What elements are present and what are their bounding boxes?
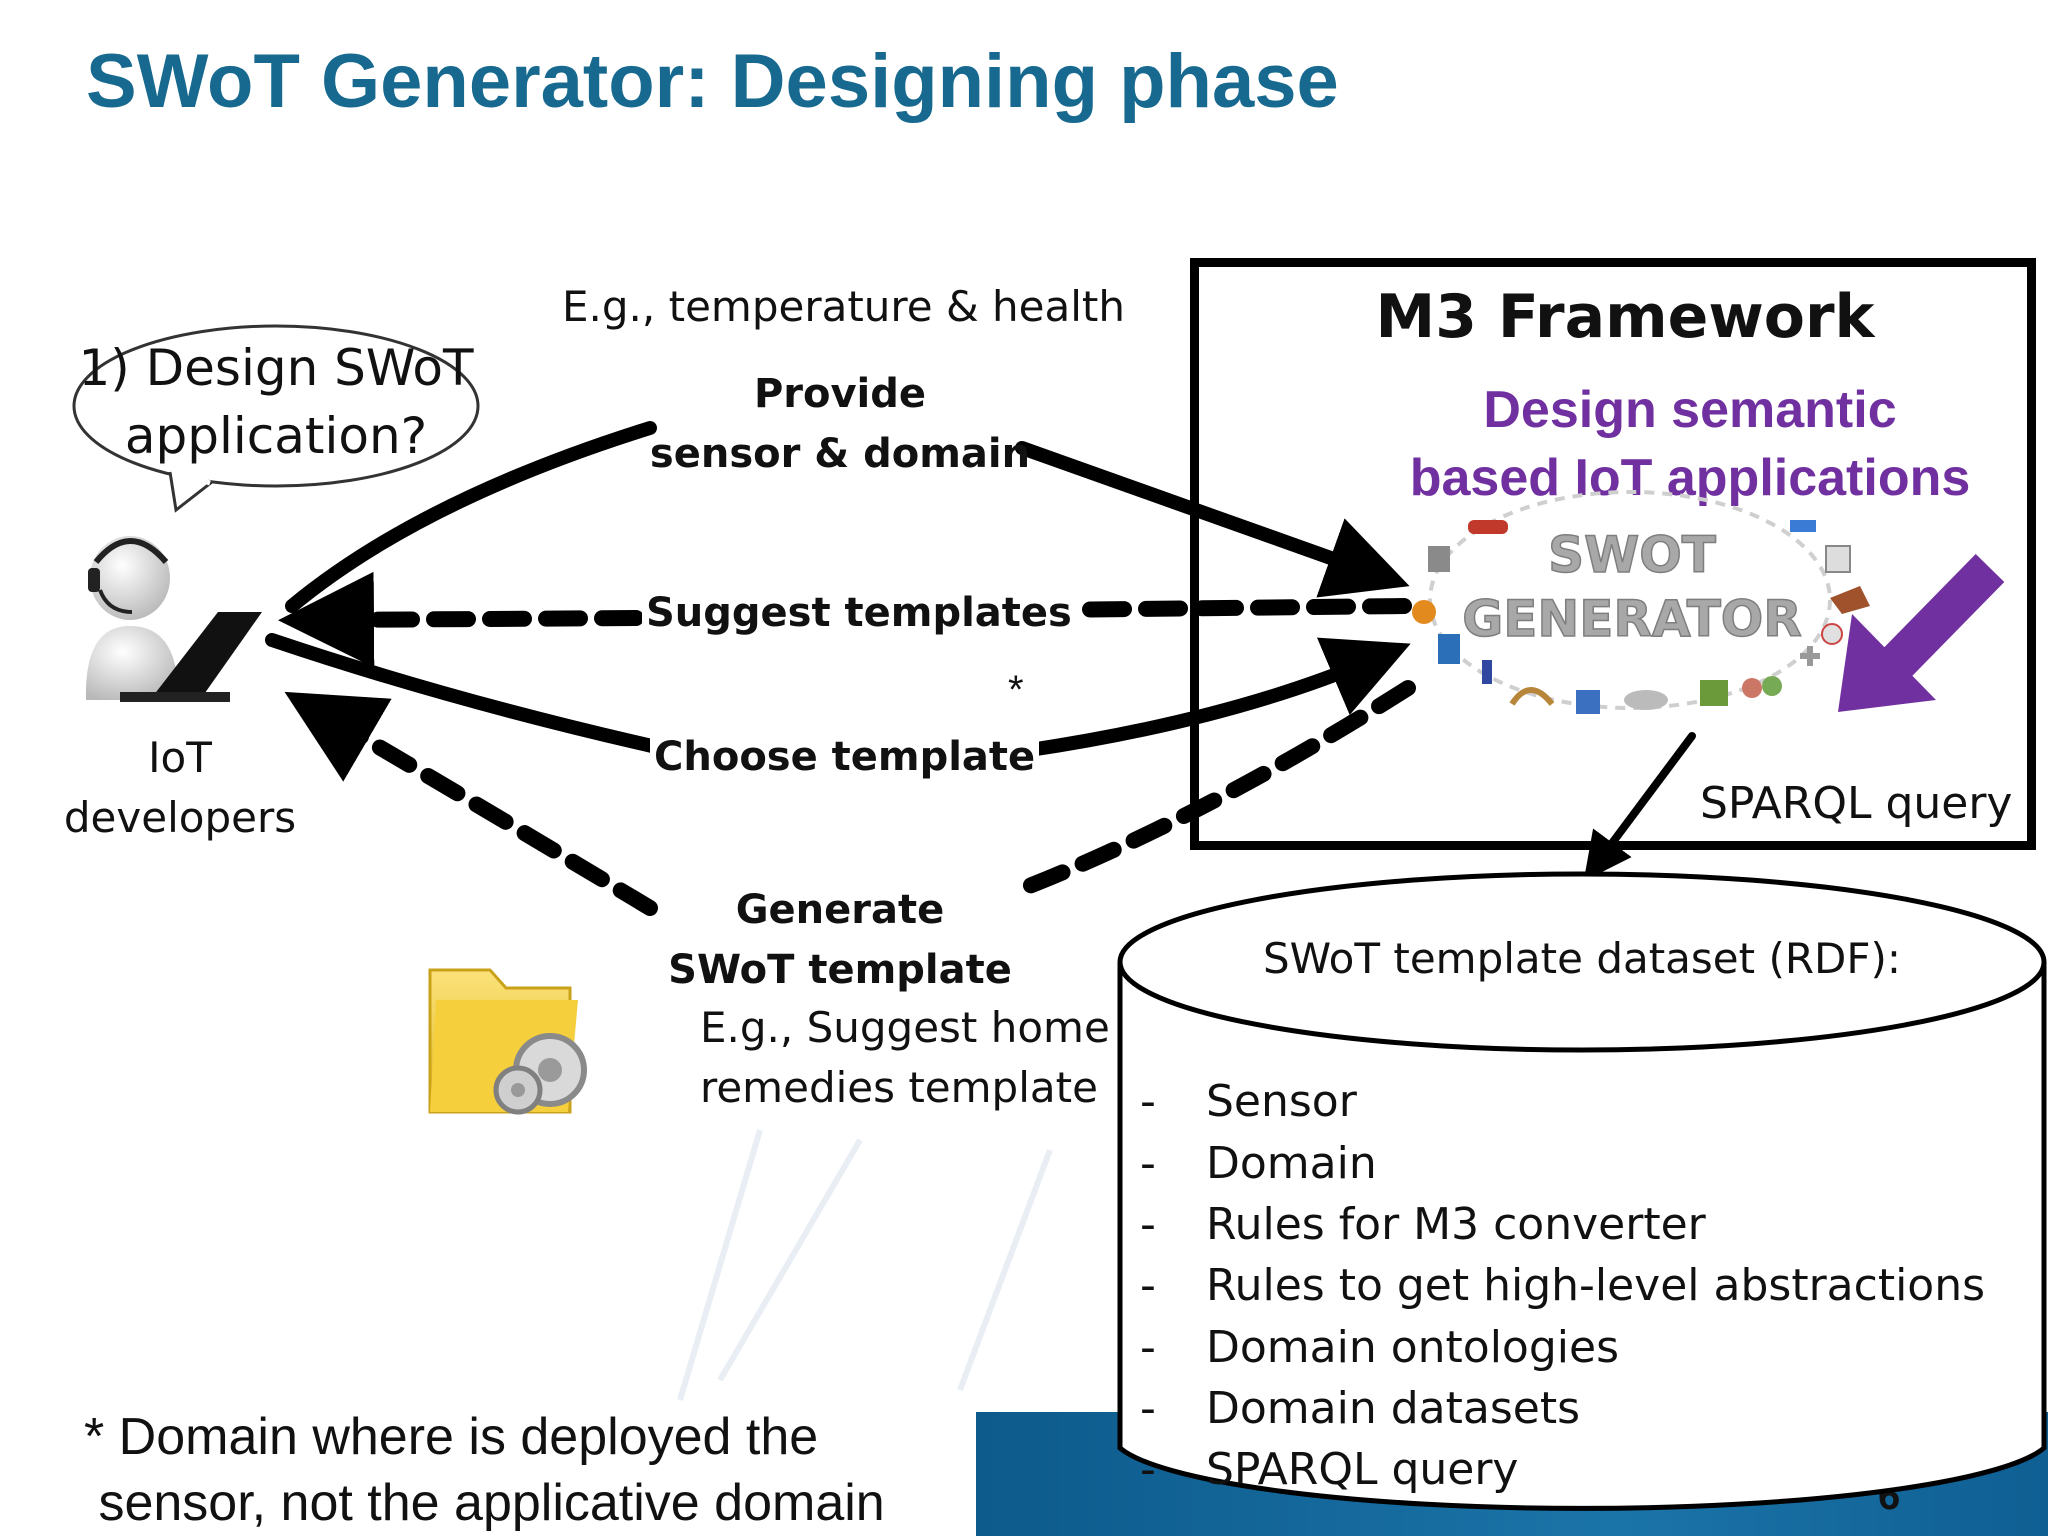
generator-logo-line2: GENERATOR [1462,590,1802,648]
provide-sensor-domain-label: Provide sensor & domain [649,371,1031,477]
page-title: SWoT Generator: Designing phase [86,39,1339,124]
dashed-arrows [278,571,1416,916]
asterisk-mark: * [1008,668,1024,712]
developer-icon [85,536,262,702]
framework-subtitle: Design semantic based IoT applications [1409,381,1971,507]
dataset-item: -Rules for M3 converter [1140,1199,1706,1250]
footnote: * Domain where is deployed the sensor, n… [84,1408,885,1532]
example-bottom-label: E.g., Suggest home remedies template [700,1003,1110,1112]
watermark [677,1129,1053,1401]
folder-gears-icon [428,968,587,1115]
choose-template-label: Choose template [650,734,1040,780]
framework-title: M3 Framework [1375,282,1875,352]
dataset-item: -Domain ontologies [1140,1322,1619,1373]
iot-developers-label: IoT developers [63,733,297,842]
generate-swot-template-label: Generate SWoT template [668,887,1012,993]
example-top-label: E.g., temperature & health [562,282,1126,331]
dataset-item: -Domain [1140,1138,1377,1189]
dataset-item: -Sensor [1140,1076,1357,1127]
dataset-item: -Domain datasets [1140,1383,1580,1434]
suggest-templates-label: Suggest templates [642,590,1076,636]
speech-bubble-text: 1) Design SWoT application? [78,339,474,465]
dataset-title: SWoT template dataset (RDF): [1262,934,1902,983]
generator-logo-line1: SWOT [1548,526,1716,584]
sparql-query-label: SPARQL query [1700,778,2013,829]
dataset-item: -SPARQL query [1140,1444,1519,1495]
purple-arrow [1838,554,2005,712]
dataset-cylinder [1117,871,2047,1511]
speech-bubble [72,324,480,513]
swot-generator-logo: SWOT GENERATOR [1412,490,1870,714]
dataset-item: -Rules to get high-level abstractions [1140,1260,1986,1311]
